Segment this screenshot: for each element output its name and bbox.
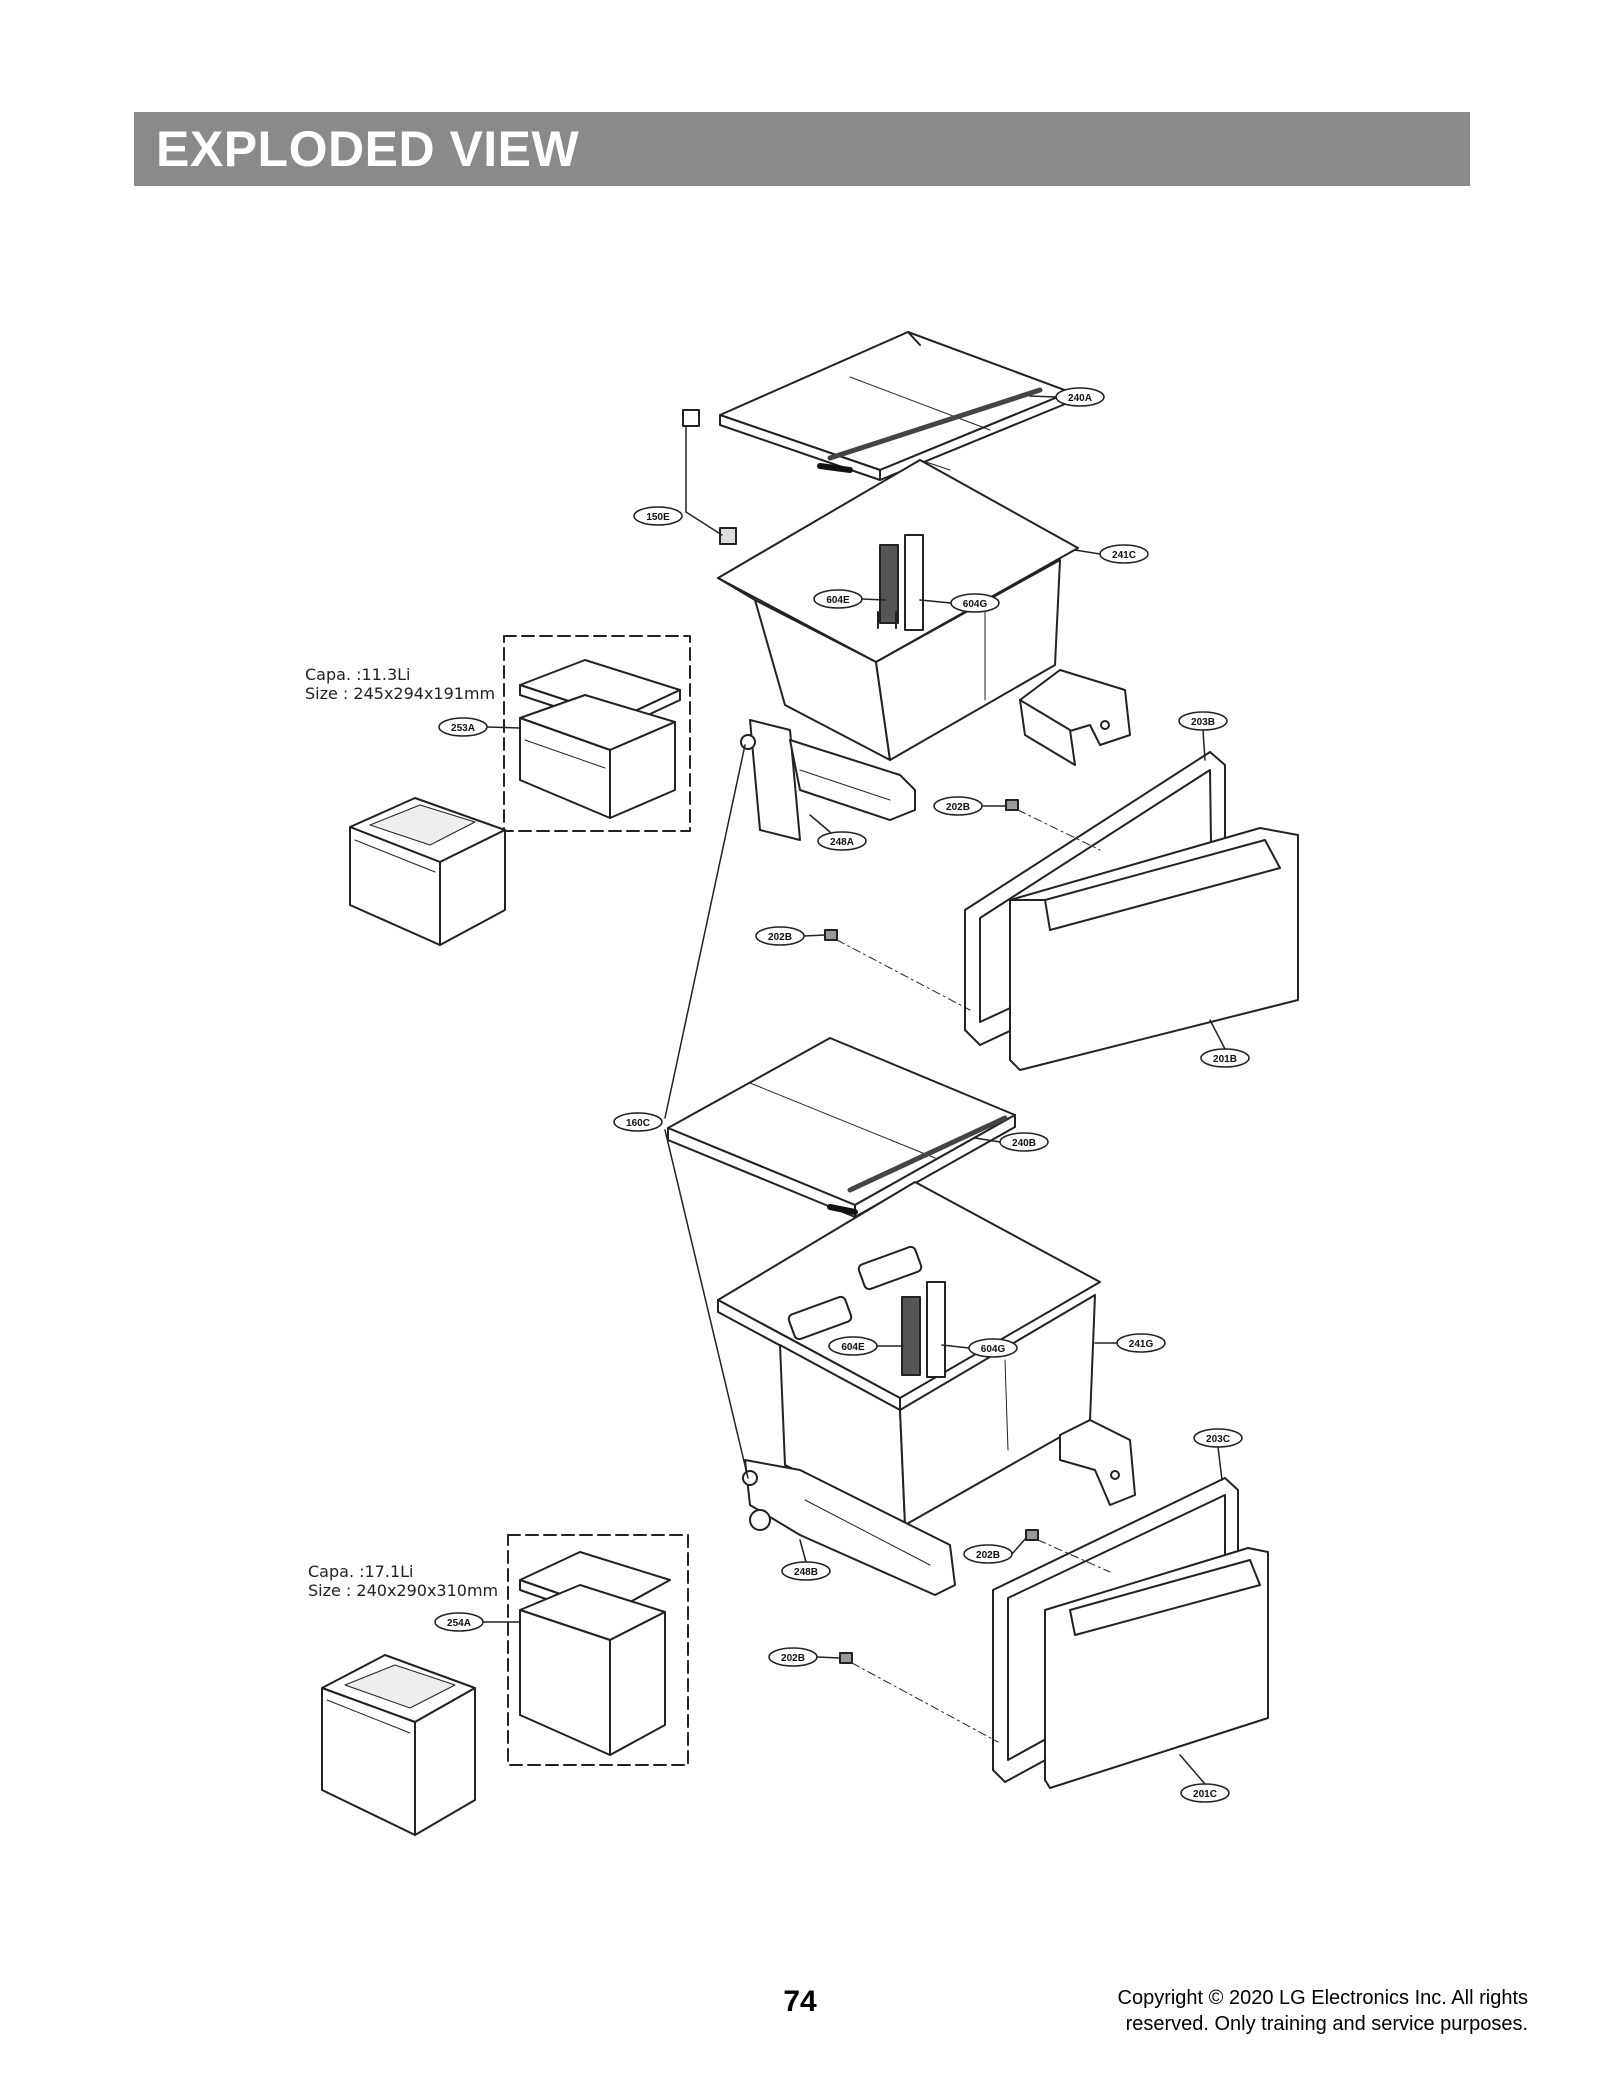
spec-upper-size: Size : 245x294x191mm	[305, 684, 496, 703]
label-240b: 240B	[1012, 1138, 1036, 1149]
slide-rail-248a	[740, 719, 916, 841]
spec-lower-capacity: Capa. :17.1Li	[308, 1562, 414, 1581]
slide-rail-248b	[742, 1459, 956, 1596]
shelf-cover-240b	[667, 1037, 1016, 1218]
label-241c: 241C	[1112, 550, 1136, 561]
crisper-254a-boxed	[519, 1551, 671, 1756]
copyright-line-1: Copyright © 2020 LG Electronics Inc. All…	[1117, 1987, 1528, 2009]
label-203c: 203C	[1206, 1434, 1230, 1445]
crisper-253a-callout-box	[503, 635, 691, 832]
crisper-253a	[349, 797, 506, 946]
label-202b-2: 202B	[768, 932, 792, 943]
label-604e-2: 604E	[841, 1342, 865, 1353]
drawer-241g	[717, 1181, 1101, 1526]
label-202b-1: 202B	[946, 802, 970, 813]
clip-202b-4	[839, 1652, 853, 1664]
label-203b: 203B	[1191, 717, 1215, 728]
label-254a: 254A	[447, 1618, 471, 1629]
copyright-notice: Copyright © 2020 LG Electronics Inc. All…	[1118, 1985, 1528, 2037]
spec-upper-crisper: Capa. :11.3Li Size : 245x294x191mm	[305, 665, 495, 703]
page-number: 74	[783, 1985, 817, 2018]
label-241g: 241G	[1129, 1339, 1154, 1350]
label-160c: 160C	[626, 1118, 650, 1129]
label-253a: 253A	[451, 723, 475, 734]
section-header-bar: EXPLODED VIEW	[134, 112, 1470, 186]
label-248a: 248A	[830, 837, 854, 848]
page-title: EXPLODED VIEW	[156, 121, 580, 177]
label-240a: 240A	[1068, 393, 1092, 404]
door-201c	[1044, 1547, 1269, 1789]
clip-202b-1	[1005, 799, 1019, 811]
label-bubble-248a	[817, 831, 867, 851]
label-bubble-160c	[613, 1112, 663, 1132]
crisper-254a-callout-box	[507, 1534, 689, 1766]
slide-rail-lower-right	[1059, 1419, 1136, 1506]
label-150e: 150E	[646, 512, 670, 523]
clip-202b-3	[1025, 1529, 1039, 1541]
label-202b-4: 202B	[781, 1653, 805, 1664]
label-bubble-150e	[633, 506, 683, 526]
copyright-line-2: reserved. Only training and service purp…	[1125, 2013, 1528, 2035]
spec-lower-size: Size : 240x290x310mm	[308, 1581, 499, 1600]
label-604e-1: 604E	[826, 595, 850, 606]
label-202b-3: 202B	[976, 1550, 1000, 1561]
drawer-241c	[717, 459, 1079, 761]
label-201c: 201C	[1193, 1789, 1217, 1800]
label-201b: 201B	[1213, 1054, 1237, 1065]
spec-upper-capacity: Capa. :11.3Li	[305, 665, 411, 684]
door-201b	[1009, 827, 1299, 1071]
label-604g-1: 604G	[963, 599, 988, 610]
label-248b: 248B	[794, 1567, 818, 1578]
clip-202b-2	[824, 929, 838, 941]
crisper-254a	[321, 1654, 476, 1836]
label-604g-2: 604G	[981, 1344, 1006, 1355]
shelf-cover-240a	[719, 331, 1071, 481]
crisper-253a-boxed	[519, 659, 681, 819]
spec-lower-crisper: Capa. :17.1Li Size : 240x290x310mm	[308, 1562, 498, 1600]
clip-150e-top	[682, 409, 737, 545]
slide-rail-upper-right	[1019, 669, 1131, 766]
